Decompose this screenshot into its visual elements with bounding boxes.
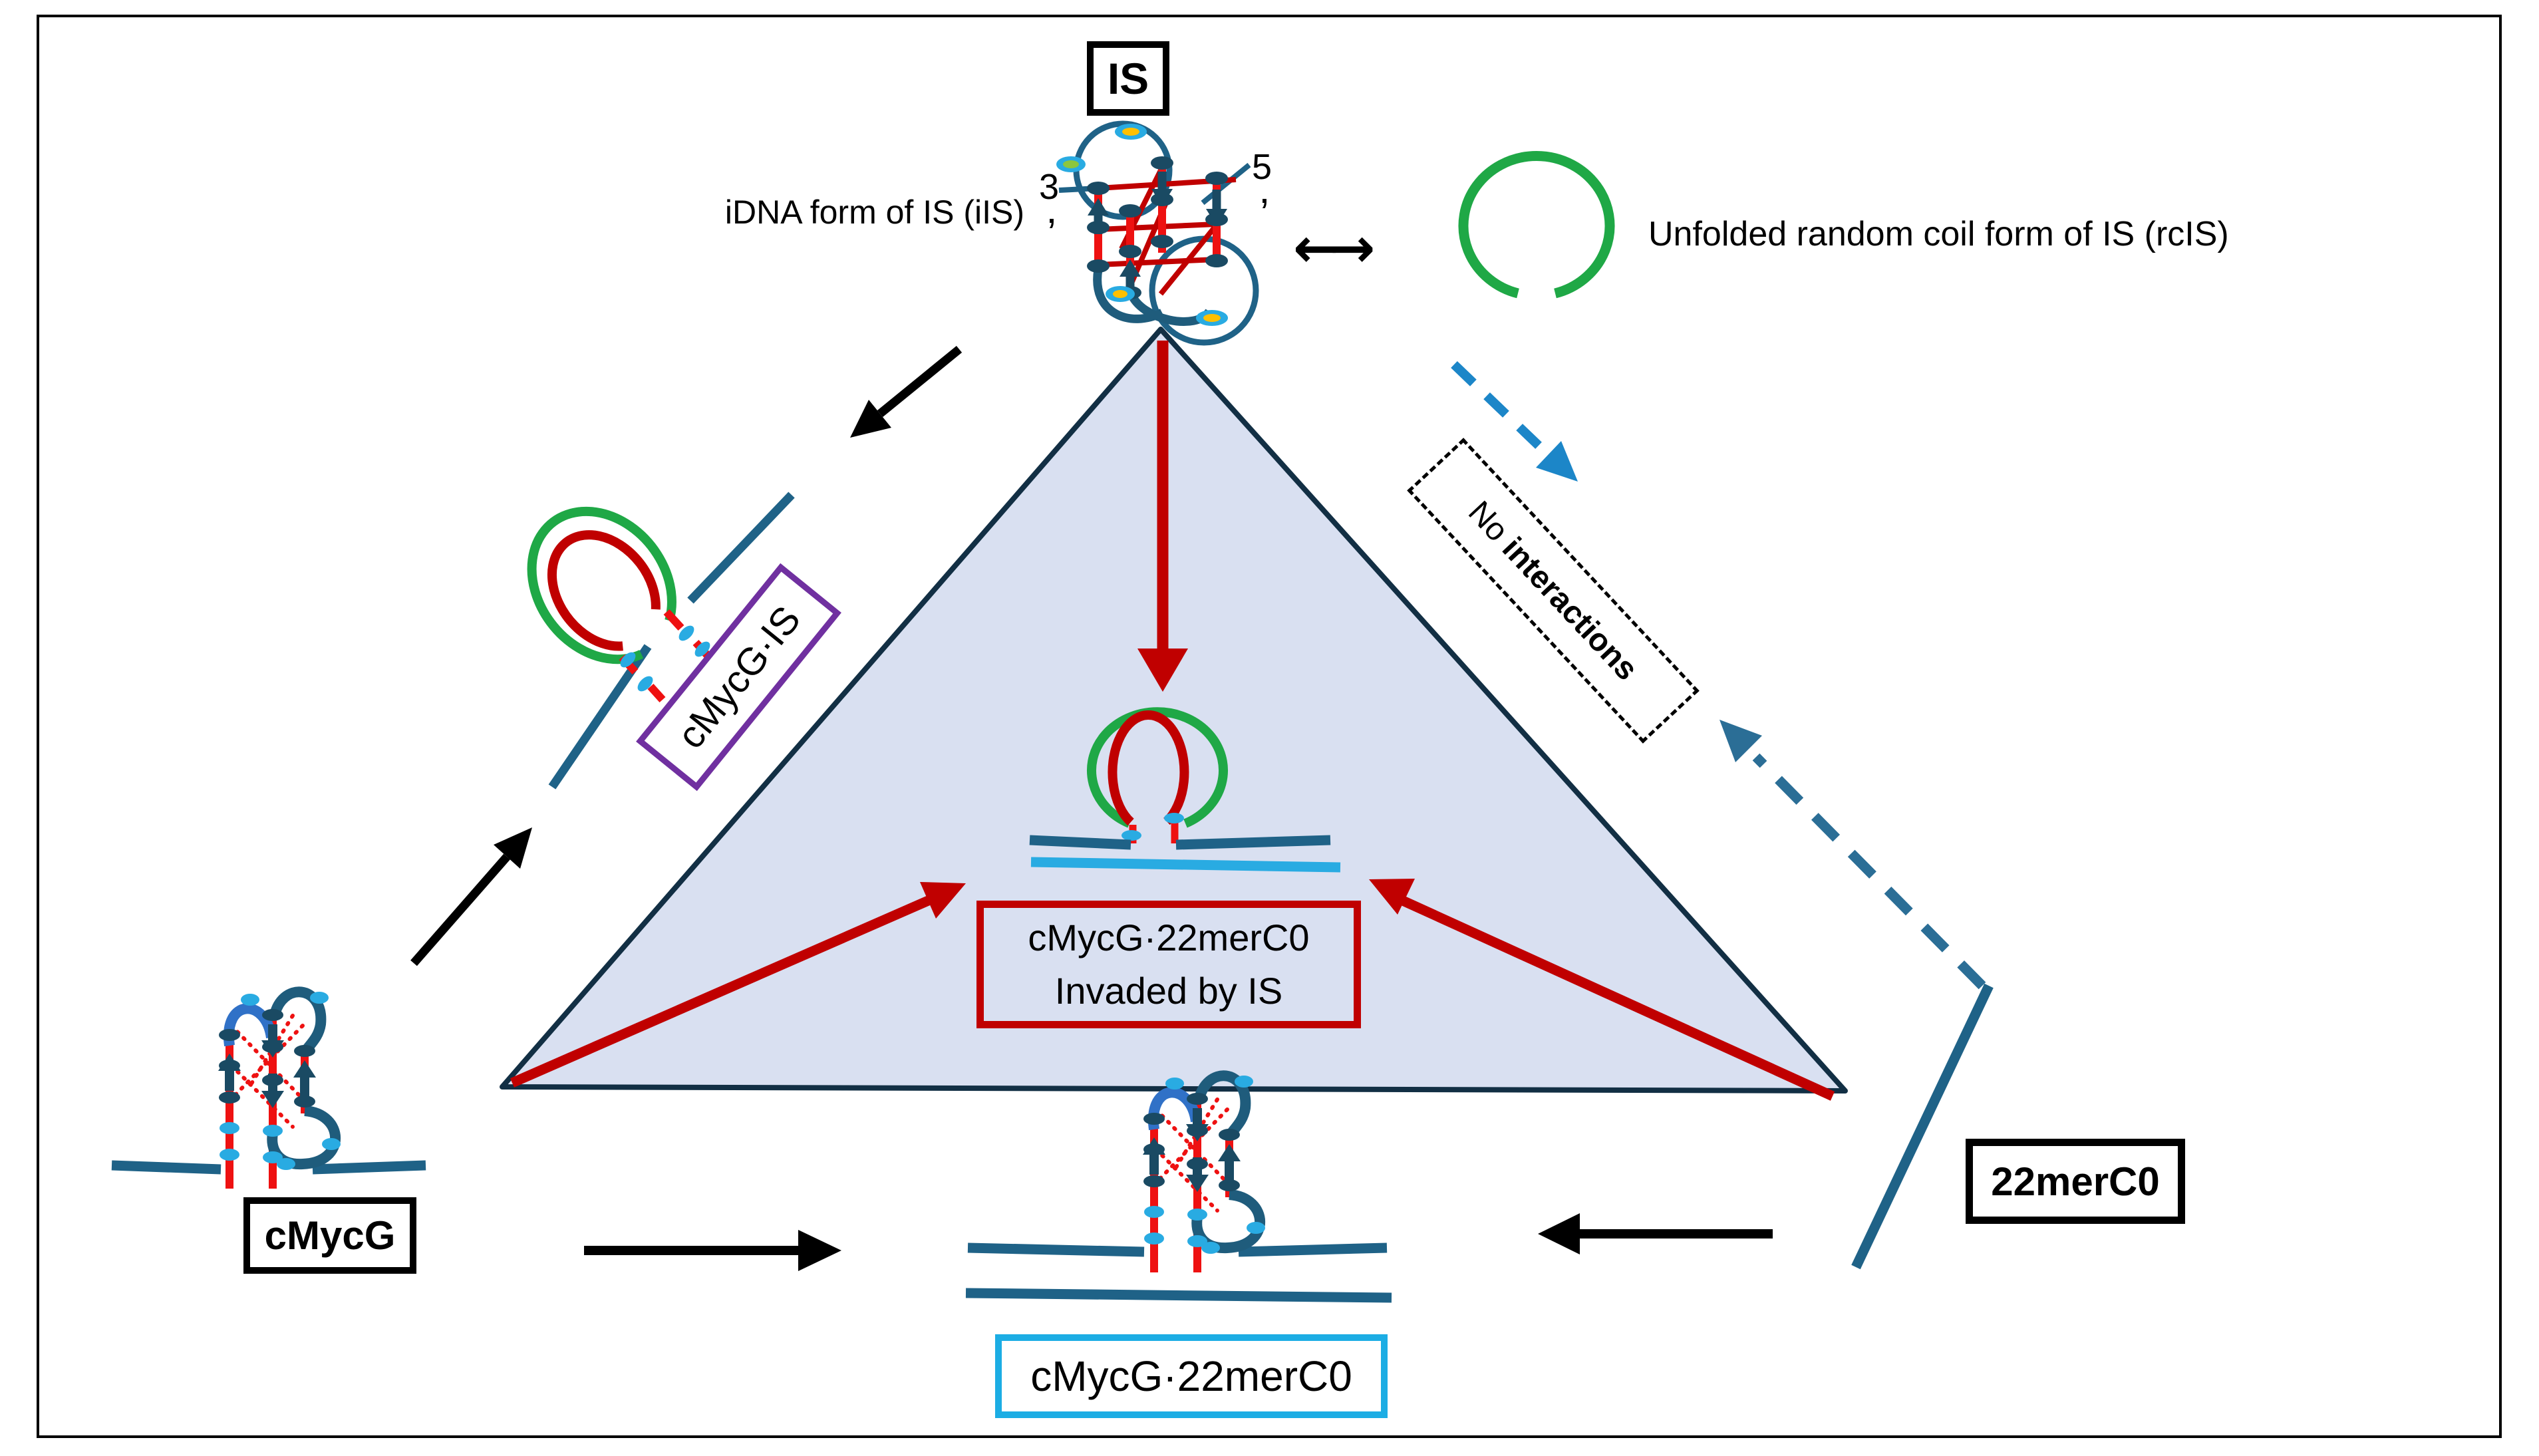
arrow-22merc0-to-invaded [1369, 879, 1835, 1101]
invaded-structure [1029, 707, 1341, 873]
arrow-iis-to-invaded [1137, 341, 1188, 692]
arrow-cmycg-to-invaded [510, 882, 966, 1088]
arrow-cmycg-to-duplex [584, 1230, 841, 1271]
duplex-structure [965, 1076, 1392, 1303]
is-label: IS [1107, 54, 1149, 103]
idna-structure [1056, 120, 1259, 346]
arrow-22merc0-to-duplex [1538, 1213, 1773, 1254]
figure-border [37, 15, 2502, 1438]
is-label-box: IS [1087, 41, 1169, 116]
cmycg-label: cMycG [264, 1213, 396, 1258]
equilibrium-arrows-icon: ←→ [1293, 217, 1375, 280]
random-coil-icon [1458, 151, 1615, 299]
invaded-label-line2: Invaded by IS [1054, 970, 1283, 1012]
22merc0-label-box: 22merC0 [1966, 1139, 2185, 1224]
random-coil-caption: Unfolded random coil form of IS (rcIS) [1648, 215, 2229, 253]
arrow-iis-to-cmycgis [850, 345, 963, 438]
cmycg-structure [111, 992, 426, 1189]
22merc0-strand [1851, 983, 1994, 1270]
three-prime-digit: 3 [1039, 167, 1060, 207]
invaded-label-box: cMycG·22merC0 Invaded by IS [976, 901, 1361, 1028]
arrow-dashed-rcis-down [1451, 361, 1578, 482]
cmycgis-structure [527, 492, 795, 790]
no-interactions-prefix: No [1461, 494, 1515, 549]
idna-caption: iDNA form of IS (iIS) [724, 194, 1024, 231]
three-prime-mark: ’ [1047, 211, 1056, 257]
five-prime-digit: 5 [1252, 147, 1272, 187]
22merc0-label: 22merC0 [1991, 1159, 2160, 1204]
duplex-label-box: cMycG·22merC0 [995, 1334, 1388, 1418]
duplex-label: cMycG·22merC0 [1030, 1352, 1352, 1400]
five-prime-mark: ’ [1260, 191, 1269, 237]
arrow-cmycg-to-cmycgis [410, 827, 532, 966]
arrow-dashed-22merc0-up [1719, 720, 1986, 990]
invaded-label-line1: cMycG·22merC0 [1028, 917, 1310, 959]
cmycg-label-box: cMycG [243, 1197, 416, 1274]
